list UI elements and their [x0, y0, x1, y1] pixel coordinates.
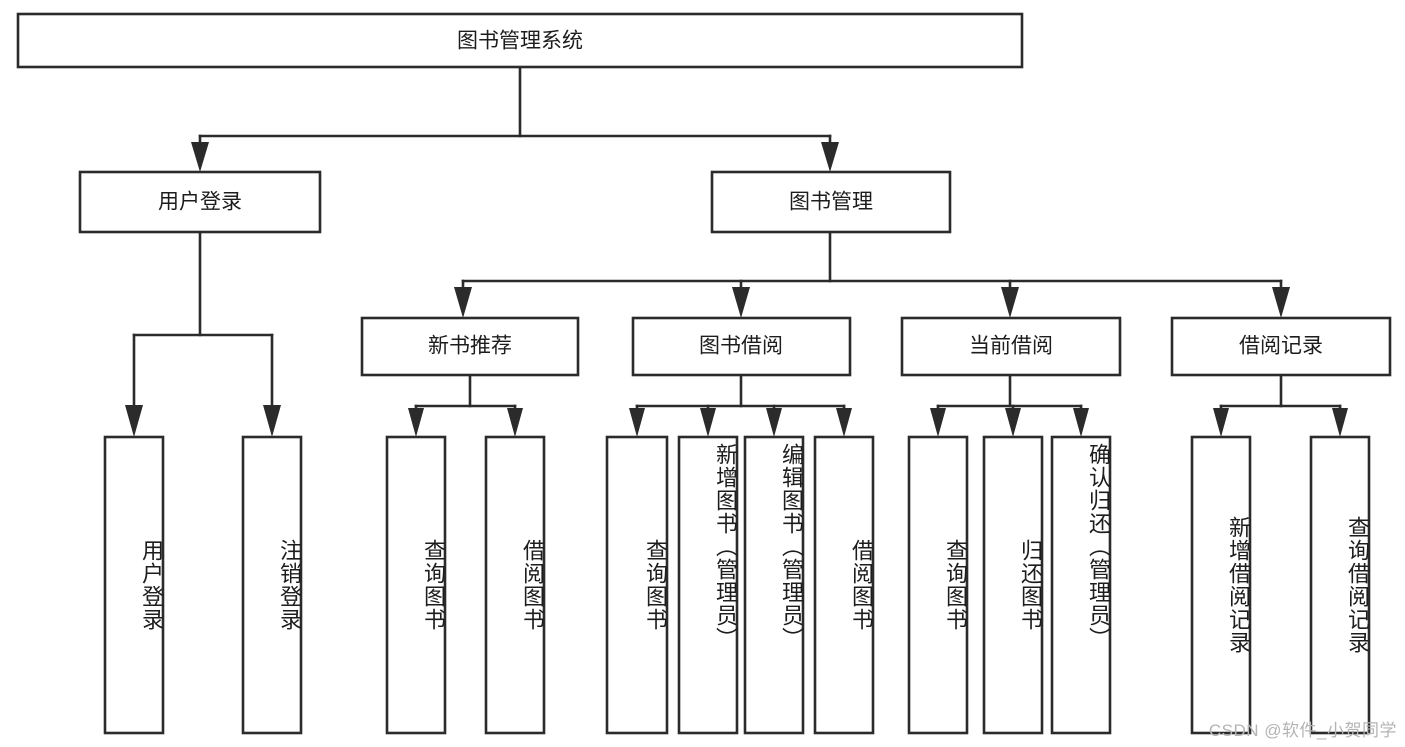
- leaf-box-borrow-book-a[interactable]: [484, 435, 546, 735]
- node-book-management-label: 图书管理: [789, 191, 873, 214]
- leaf-box-user-login[interactable]: [103, 435, 165, 735]
- arrow-head-leaf-add-book: [700, 408, 716, 437]
- connector-group-borrow-record: [1213, 373, 1348, 437]
- arrow-head-leaf-query-book-c: [930, 408, 946, 437]
- leaf-box-borrow-book-b[interactable]: [813, 435, 875, 735]
- arrow-head-book-mgmt: [821, 142, 839, 172]
- arrow-head-leaf-query-book-a: [408, 408, 424, 437]
- node-borrow-record-label: 借阅记录: [1239, 335, 1323, 358]
- csdn-watermark: CSDN @软件_小贺同学: [1208, 721, 1397, 740]
- node-current-borrow-label: 当前借阅: [969, 335, 1053, 358]
- arrow-head-leaf-user-login: [125, 405, 143, 437]
- arrow-head-current-borrow: [1001, 287, 1019, 318]
- arrow-head-new-book-rec: [454, 287, 472, 318]
- node-book-borrow[interactable]: 图书借阅: [631, 316, 852, 377]
- leaf-box-edit-book[interactable]: [743, 435, 805, 735]
- leaf-box-logout[interactable]: [241, 435, 303, 735]
- arrow-head-leaf-edit-book: [766, 408, 782, 437]
- leaf-box-query-book-b[interactable]: [605, 435, 669, 735]
- leaf-boxes: [103, 435, 1371, 735]
- arrow-head-user-login: [191, 142, 209, 172]
- node-user-login-box[interactable]: [78, 170, 322, 234]
- leaf-box-query-record[interactable]: [1309, 435, 1371, 735]
- node-user-login[interactable]: 用户登录: [78, 170, 322, 234]
- connector-group-user-login: [125, 230, 281, 437]
- arrow-head-leaf-add-record: [1213, 408, 1229, 437]
- leaf-box-add-record[interactable]: [1190, 435, 1252, 735]
- node-current-borrow-box[interactable]: [900, 316, 1122, 377]
- node-book-management[interactable]: 图书管理: [710, 170, 952, 234]
- arrow-head-borrow-record: [1272, 287, 1290, 318]
- leaf-box-query-book-a[interactable]: [385, 435, 447, 735]
- arrow-head-leaf-query-book-b: [629, 408, 645, 437]
- arrow-head-leaf-return-book: [1005, 408, 1021, 437]
- arrow-head-leaf-borrow-book-a: [507, 408, 523, 437]
- node-new-book-recommend[interactable]: 新书推荐: [360, 316, 580, 377]
- node-user-login-label: 用户登录: [158, 191, 242, 214]
- node-book-borrow-box[interactable]: [631, 316, 852, 377]
- node-book-management-box[interactable]: [710, 170, 952, 234]
- node-new-book-recommend-box[interactable]: [360, 316, 580, 377]
- node-borrow-record-box[interactable]: [1170, 316, 1392, 377]
- leaf-box-add-book[interactable]: [677, 435, 739, 735]
- node-root-box[interactable]: [16, 12, 1024, 69]
- node-new-book-recommend-label: 新书推荐: [428, 335, 512, 358]
- node-root[interactable]: 图书管理系统: [16, 12, 1024, 69]
- node-root-label: 图书管理系统: [457, 30, 583, 53]
- leaf-box-query-book-c[interactable]: [907, 435, 969, 735]
- connector-group-current-borrow: [930, 373, 1089, 437]
- arrow-head-leaf-borrow-book-b: [836, 408, 852, 437]
- arrow-head-leaf-query-record: [1332, 408, 1348, 437]
- node-book-borrow-label: 图书借阅: [699, 335, 783, 358]
- leaf-box-return-book[interactable]: [982, 435, 1044, 735]
- leaf-box-confirm-return[interactable]: [1050, 435, 1112, 735]
- arrow-head-leaf-confirm-return: [1073, 408, 1089, 437]
- node-borrow-record[interactable]: 借阅记录: [1170, 316, 1392, 377]
- node-current-borrow[interactable]: 当前借阅: [900, 316, 1122, 377]
- arrow-head-book-borrow: [732, 287, 750, 318]
- connector-group-book-mgmt: [454, 230, 1290, 318]
- connector-group-book-borrow: [629, 373, 852, 437]
- arrow-head-leaf-logout: [263, 405, 281, 437]
- connector-group-new-book-rec: [408, 373, 523, 437]
- connector-group-root: [191, 65, 839, 172]
